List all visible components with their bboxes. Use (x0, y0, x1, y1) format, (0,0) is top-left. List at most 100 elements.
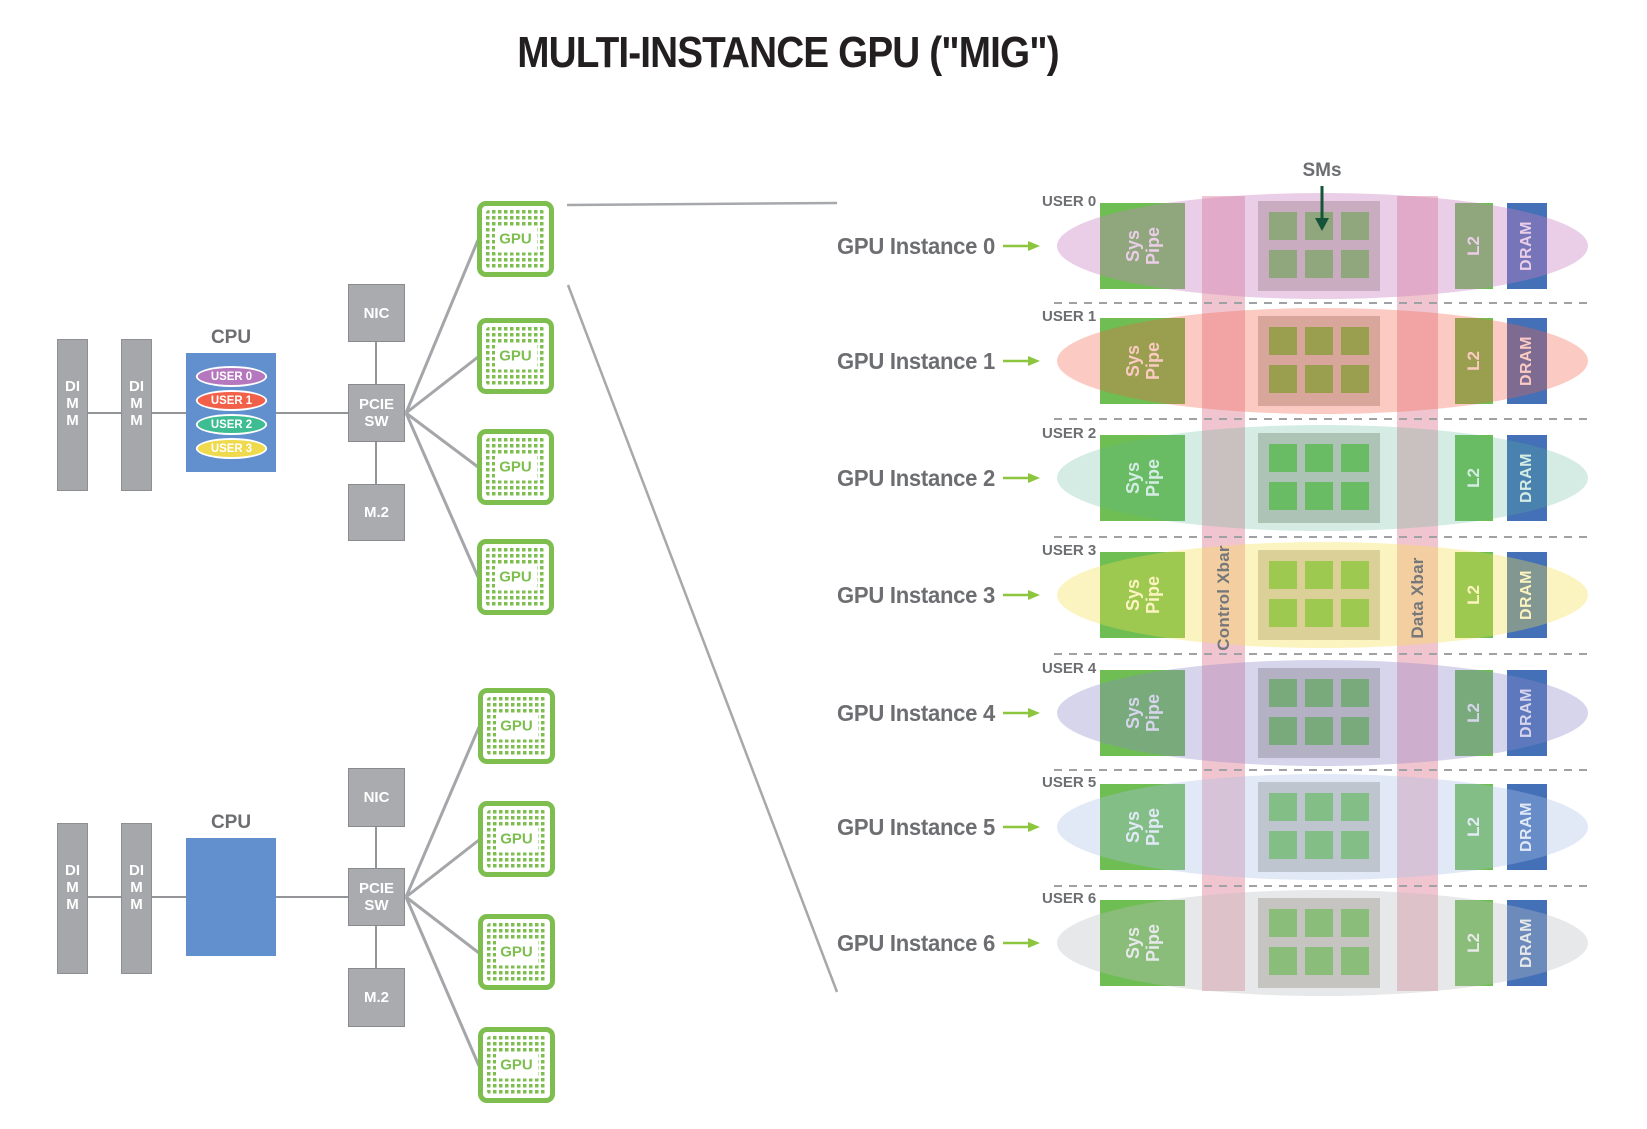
instance-label: GPU Instance 2 (837, 465, 995, 491)
dimm-label: DIMM (129, 378, 144, 429)
sm-grid (1258, 316, 1380, 406)
sm-square (1269, 250, 1297, 278)
sm-square (1305, 212, 1333, 240)
mig-row: GPU Instance 0 USER 0 Sys Pipe L2 DRAM (0, 188, 1647, 304)
cpu-label: CPU (210, 812, 252, 833)
sys-pipe-box: Sys Pipe (1100, 670, 1185, 756)
user-label: USER 2 (1042, 425, 1097, 442)
instance-label: GPU Instance 3 (837, 582, 995, 608)
l2-box: L2 (1455, 552, 1493, 638)
sm-square (1305, 482, 1333, 510)
sm-square (1341, 250, 1369, 278)
cpu-label: CPU (210, 327, 252, 348)
sm-square (1305, 327, 1333, 355)
gpu-chip-label: GPU (495, 1051, 538, 1079)
sm-square (1269, 793, 1297, 821)
sm-square (1269, 947, 1297, 975)
user-label: USER 1 (1042, 308, 1097, 325)
sm-square (1341, 909, 1369, 937)
sm-square (1341, 212, 1369, 240)
mig-row: GPU Instance 5 USER 5 Sys Pipe L2 DRAM (0, 769, 1647, 885)
dimm-label: DIMM (65, 862, 80, 913)
sm-square (1269, 679, 1297, 707)
user-badge: USER 3 (195, 438, 267, 459)
instance-label: GPU Instance 6 (837, 930, 995, 956)
dram-box: DRAM (1507, 203, 1547, 289)
sms-label: SMs (1302, 160, 1342, 181)
sys-pipe-box: Sys Pipe (1100, 435, 1185, 521)
dram-box: DRAM (1507, 900, 1547, 986)
gpu-chip-label: GPU (494, 563, 537, 591)
l2-box: L2 (1455, 784, 1493, 870)
user-label: USER 6 (1042, 890, 1097, 907)
mig-row: GPU Instance 1 USER 1 Sys Pipe L2 DRAM (0, 303, 1647, 419)
sm-square (1341, 717, 1369, 745)
sm-square (1305, 717, 1333, 745)
sm-square (1341, 327, 1369, 355)
user-label: USER 0 (1042, 193, 1097, 210)
sys-pipe-box: Sys Pipe (1100, 318, 1185, 404)
sm-square (1305, 831, 1333, 859)
gpu-chip-label: GPU (494, 342, 537, 370)
sm-square (1269, 482, 1297, 510)
sm-square (1305, 365, 1333, 393)
gpu-chip: GPU (478, 914, 555, 990)
dram-box: DRAM (1507, 552, 1547, 638)
sm-square (1269, 444, 1297, 472)
sm-grid (1258, 782, 1380, 872)
dimm-module: DIMM (121, 823, 152, 974)
sm-grid (1258, 550, 1380, 640)
l2-box: L2 (1455, 900, 1493, 986)
sm-square (1269, 212, 1297, 240)
dimm-module: DIMM (57, 339, 88, 491)
dram-box: DRAM (1507, 435, 1547, 521)
instance-label: GPU Instance 1 (837, 348, 995, 374)
sm-square (1341, 793, 1369, 821)
sm-square (1341, 679, 1369, 707)
sm-square (1341, 831, 1369, 859)
gpu-chip: GPU (478, 801, 555, 877)
sm-square (1305, 561, 1333, 589)
page-title: MULTI-INSTANCE GPU ("MIG") (517, 28, 1059, 77)
instance-label: GPU Instance 5 (837, 814, 995, 840)
sm-square (1341, 599, 1369, 627)
sm-square (1269, 599, 1297, 627)
mig-row: GPU Instance 3 USER 3 Sys Pipe L2 DRAM (0, 537, 1647, 653)
sys-pipe-box: Sys Pipe (1100, 900, 1185, 986)
dimm-module: DIMM (57, 823, 88, 974)
mig-row: GPU Instance 2 USER 2 Sys Pipe L2 DRAM (0, 420, 1647, 536)
sys-pipe-box: Sys Pipe (1100, 552, 1185, 638)
gpu-chip: GPU (477, 429, 554, 505)
sm-square (1341, 365, 1369, 393)
gpu-chip: GPU (477, 201, 554, 277)
sm-square (1269, 365, 1297, 393)
l2-box: L2 (1455, 318, 1493, 404)
sm-square (1269, 909, 1297, 937)
sm-square (1269, 831, 1297, 859)
gpu-chip: GPU (477, 318, 554, 394)
sm-square (1341, 947, 1369, 975)
sm-square (1305, 793, 1333, 821)
user-badge: USER 2 (195, 414, 267, 435)
user-label: USER 3 (1042, 542, 1097, 559)
sm-square (1341, 482, 1369, 510)
gpu-chip-label: GPU (494, 453, 537, 481)
l2-box: L2 (1455, 203, 1493, 289)
dimm-label: DIMM (65, 378, 80, 429)
user-badge: USER 1 (195, 390, 267, 411)
user-label: USER 5 (1042, 774, 1097, 791)
control-xbar-band (1202, 196, 1245, 991)
sys-pipe-box: Sys Pipe (1100, 784, 1185, 870)
sm-square (1269, 561, 1297, 589)
gpu-chip: GPU (477, 539, 554, 615)
sm-square (1305, 947, 1333, 975)
sm-square (1341, 561, 1369, 589)
gpu-chip-label: GPU (495, 712, 538, 740)
l2-box: L2 (1455, 435, 1493, 521)
sm-square (1269, 717, 1297, 745)
sm-square (1305, 909, 1333, 937)
sm-square (1269, 327, 1297, 355)
sm-square (1305, 679, 1333, 707)
gpu-chip: GPU (478, 1027, 555, 1103)
